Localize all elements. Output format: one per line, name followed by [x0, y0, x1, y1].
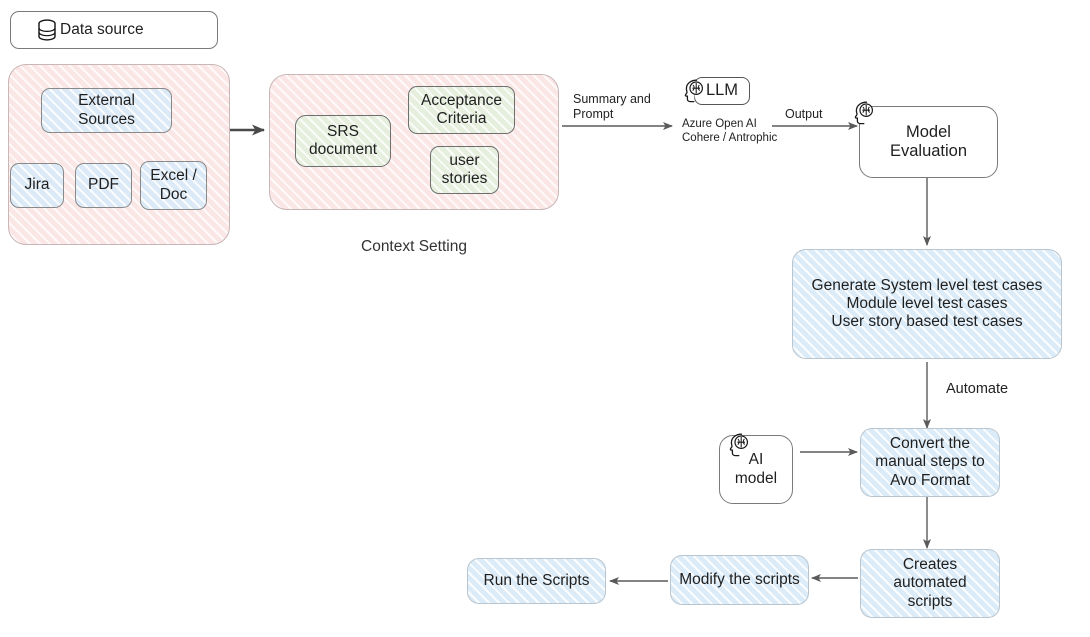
srs-document-box[interactable]: SRS document [295, 115, 391, 167]
convert-to-avo-format-box[interactable]: Convert the manual steps to Avo Format [860, 428, 1000, 497]
context-setting-caption: Context Setting [361, 238, 467, 255]
external-sources-box[interactable]: External Sources [41, 88, 172, 133]
data-source-label: Data source [60, 20, 144, 38]
llm-head-brain-icon [682, 78, 706, 104]
source-item-excel-doc[interactable]: Excel / Doc [140, 161, 207, 210]
generate-line-2: Module level test cases [846, 294, 1008, 312]
database-icon [37, 19, 57, 41]
source-item-jira[interactable]: Jira [10, 163, 64, 208]
generate-line-3: User story based test cases [831, 313, 1023, 331]
llm-providers-label: Azure Open AI Cohere / Antrophic [682, 118, 778, 144]
output-label: Output [785, 107, 823, 121]
ai-model-head-brain-icon [727, 432, 751, 458]
model-evaluation-box[interactable]: Model Evaluation [859, 106, 998, 178]
modify-the-scripts-box[interactable]: Modify the scripts [670, 555, 809, 605]
creates-automated-scripts-box[interactable]: Creates automated scripts [860, 549, 1000, 618]
llm-badge[interactable]: LLM [694, 77, 750, 105]
generate-test-cases-box[interactable]: Generate System level test cases Module … [792, 249, 1062, 359]
user-stories-box[interactable]: user stories [430, 146, 499, 194]
data-source-box[interactable]: Data source [10, 11, 218, 49]
run-the-scripts-box[interactable]: Run the Scripts [467, 558, 606, 604]
generate-line-1: Generate System level test cases [811, 276, 1043, 294]
model-evaluation-head-brain-icon [852, 100, 876, 126]
source-item-pdf[interactable]: PDF [75, 163, 132, 208]
summary-and-prompt-label: Summary and Prompt [573, 92, 651, 121]
automate-label: Automate [946, 381, 1009, 397]
acceptance-criteria-box[interactable]: Acceptance Criteria [408, 86, 515, 134]
